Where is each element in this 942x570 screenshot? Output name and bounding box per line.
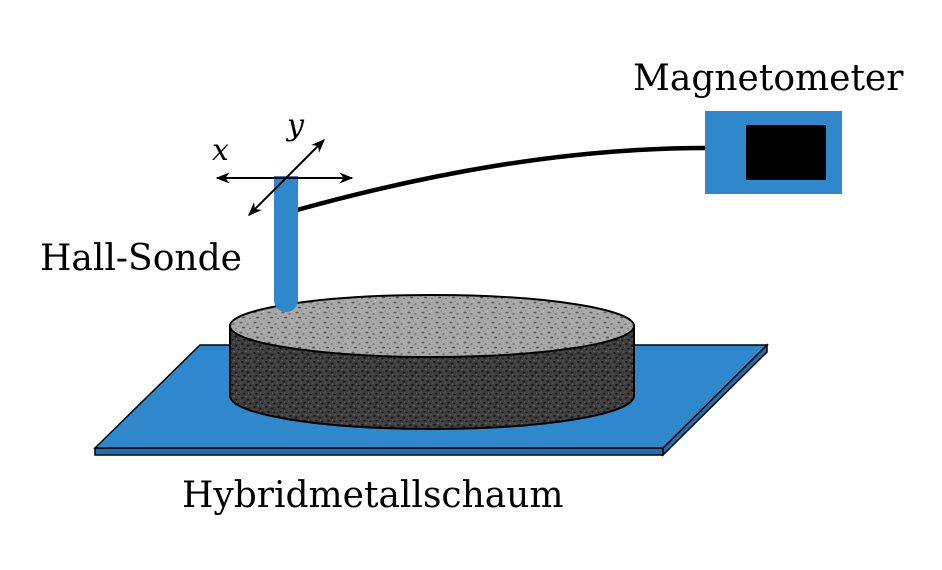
hall-probe-label: Hall-Sonde: [40, 238, 242, 279]
foam-sample-top: [229, 294, 635, 358]
y-axis-label: y: [285, 108, 305, 143]
foam-sample: [229, 294, 635, 430]
axis-cross: [215, 139, 354, 216]
magnetometer-display: [746, 125, 826, 180]
base-plate-side: [94, 447, 664, 456]
y-axis-arrow: [248, 139, 325, 216]
x-axis-label: x: [212, 133, 229, 168]
hall-probe: [274, 176, 298, 312]
magnetometer-device: [705, 111, 842, 194]
magnetometer-label: Magnetometer: [633, 58, 904, 99]
foam-label: Hybridmetallschaum: [182, 475, 564, 516]
probe-cable: [296, 145, 707, 213]
